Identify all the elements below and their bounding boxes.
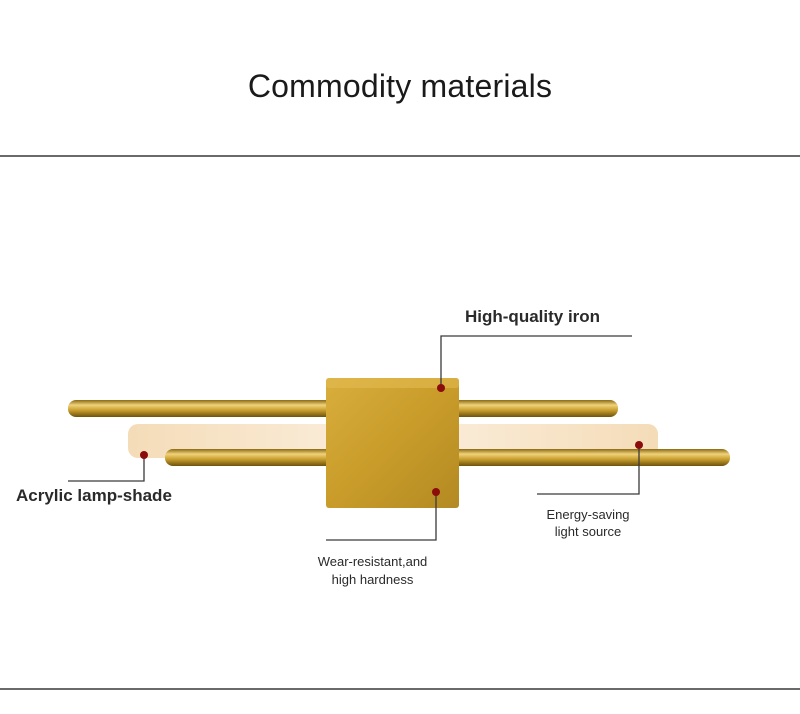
- label-energy-line2: light source: [554, 524, 622, 539]
- label-wear-line1: Wear-resistant,and: [317, 554, 428, 569]
- leader-iron: [440, 335, 632, 388]
- leader-acrylic: [68, 455, 145, 482]
- leader-wear: [326, 492, 437, 541]
- label-energy: Energy-saving light source: [518, 506, 658, 540]
- central-block: [326, 378, 459, 508]
- marker-acrylic: [140, 451, 148, 459]
- marker-wear: [432, 488, 440, 496]
- label-iron: High-quality iron: [465, 307, 601, 326]
- bottom-divider: [0, 688, 800, 690]
- page-title: Commodity materials: [247, 68, 553, 104]
- label-wear-line2: high hardness: [331, 572, 414, 587]
- top-divider: [0, 155, 800, 157]
- label-energy-line1: Energy-saving: [546, 507, 630, 522]
- leader-energy: [537, 445, 640, 495]
- label-wear: Wear-resistant,and high hardness: [300, 553, 445, 589]
- marker-energy: [635, 441, 643, 449]
- label-acrylic: Acrylic lamp-shade: [16, 486, 172, 505]
- marker-iron: [437, 384, 445, 392]
